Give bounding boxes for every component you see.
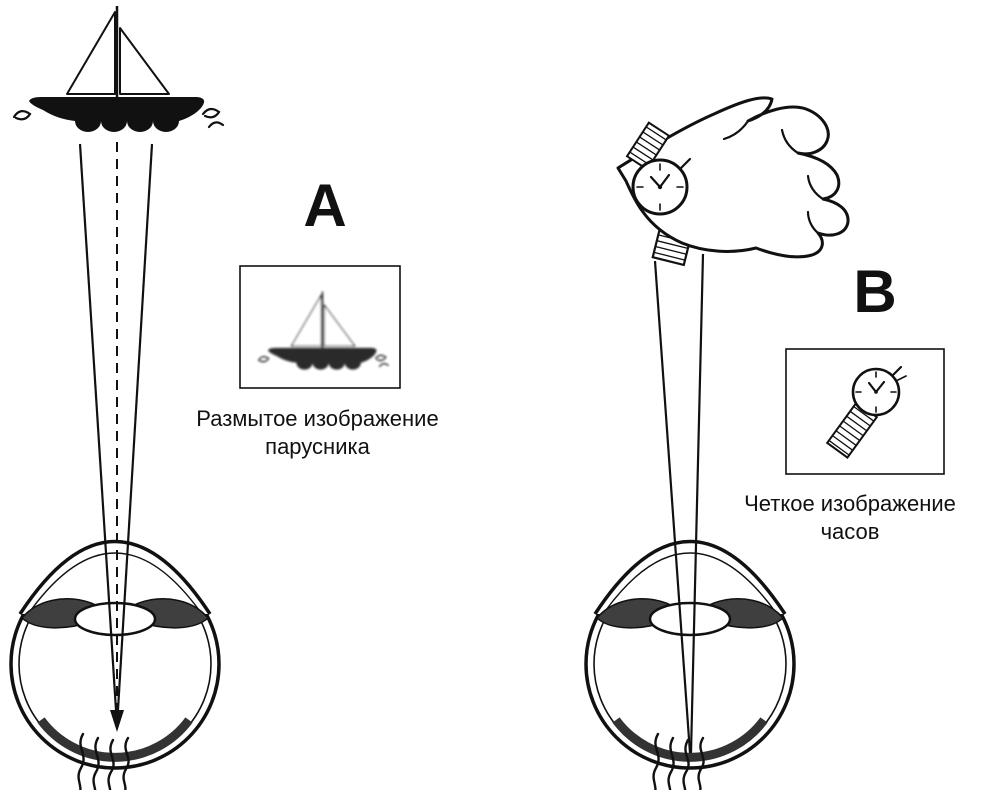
- hand-watch-icon: [616, 96, 850, 267]
- light-rays-b: [653, 253, 705, 754]
- light-rays-a: [78, 142, 154, 732]
- panel-b-label: B: [853, 258, 897, 325]
- sailboat-icon: [12, 4, 225, 134]
- inset-watch-crown: [891, 365, 903, 377]
- panel-a-caption-line1: Размытое изображение: [196, 406, 439, 431]
- eye-cross-section-a: [11, 542, 219, 790]
- panel-a-label: A: [303, 172, 347, 239]
- panel-a-caption: Размытое изображение парусника: [145, 405, 490, 461]
- watch-icon: [825, 365, 907, 459]
- panel-b-caption-line1: Четкое изображение: [744, 491, 956, 516]
- panel-b-caption: Четкое изображение часов: [700, 490, 998, 546]
- panel-b-caption-line2: часов: [820, 519, 880, 544]
- panel-a-caption-line2: парусника: [265, 434, 370, 459]
- focus-arrow-icon: [110, 710, 124, 732]
- watch-crown: [679, 157, 692, 170]
- inset-watch-band: [825, 401, 879, 459]
- watch-face: [631, 157, 692, 216]
- hand-outline: [616, 96, 850, 259]
